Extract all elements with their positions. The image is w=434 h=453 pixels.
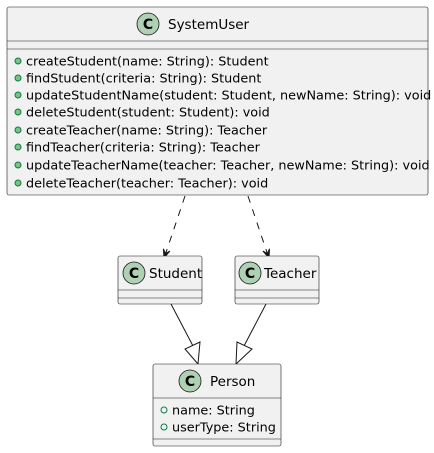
method-row: updateTeacherName(teacher: Teacher, newN… [14, 159, 430, 174]
inheritance-student-person [170, 303, 201, 366]
method-row: createStudent(name: String): Student [14, 55, 269, 70]
public-visibility-icon [14, 161, 22, 169]
method-label: updateStudentName(student: Student, newN… [26, 89, 431, 104]
class-person-name: Person [210, 374, 255, 390]
class-icon [122, 261, 146, 285]
method-label: findStudent(criteria: String): Student [26, 72, 261, 87]
inheritance-line [170, 303, 194, 347]
field-row: name: String [160, 404, 255, 419]
method-row: findTeacher(criteria: String): Teacher [14, 141, 261, 156]
class-icon-letter: C [143, 17, 153, 33]
class-systemuser-name: SystemUser [168, 17, 250, 33]
inheritance-triangle [235, 341, 253, 366]
class-systemuser-box [6, 6, 429, 196]
dependency-systemuser-teacher [247, 195, 270, 260]
method-label: updateTeacherName(teacher: Teacher, newN… [26, 159, 430, 174]
dependency-systemuser-student [162, 195, 186, 260]
method-row: deleteStudent(student: Student): void [14, 106, 270, 121]
dependency-line [247, 195, 268, 255]
method-label: createStudent(name: String): Student [26, 55, 269, 70]
class-icon-letter: C [245, 266, 255, 282]
method-label: findTeacher(criteria: String): Teacher [26, 141, 261, 156]
class-teacher-name: Teacher [263, 266, 317, 282]
method-label: createTeacher(name: String): Teacher [26, 124, 268, 139]
method-row: createTeacher(name: String): Teacher [14, 124, 268, 139]
field-row: userType: String [160, 421, 276, 436]
class-teacher[interactable]: C Teacher [234, 255, 320, 305]
method-label: deleteStudent(student: Student): void [26, 106, 270, 121]
public-visibility-icon [14, 179, 22, 187]
public-visibility-icon [14, 108, 22, 116]
class-icon-letter: C [129, 266, 139, 282]
inheritance-teacher-person [235, 303, 267, 366]
public-visibility-icon [14, 126, 22, 134]
public-field-visibility-icon [160, 423, 168, 431]
public-visibility-icon [14, 91, 22, 99]
class-icon [238, 261, 262, 285]
public-visibility-icon [14, 74, 22, 82]
public-field-visibility-icon [160, 406, 168, 414]
method-row: deleteTeacher(teacher: Teacher): void [14, 177, 268, 192]
public-visibility-icon [14, 143, 22, 151]
class-student[interactable]: C Student [117, 255, 203, 305]
inheritance-triangle [184, 341, 201, 366]
public-visibility-icon [14, 57, 22, 65]
method-row: findStudent(criteria: String): Student [14, 72, 261, 87]
method-label: deleteTeacher(teacher: Teacher): void [26, 177, 268, 192]
field-label: name: String [172, 404, 255, 419]
inheritance-line [243, 303, 267, 347]
method-row: updateStudentName(student: Student, newN… [14, 89, 431, 104]
class-student-name: Student [149, 266, 202, 282]
field-label: userType: String [172, 421, 276, 436]
dependency-line [165, 195, 186, 255]
class-icon [178, 369, 202, 393]
class-icon-letter: C [185, 374, 195, 390]
class-person[interactable]: C Person name: String userType: String [152, 363, 282, 447]
class-systemuser[interactable]: C SystemUser createStudent(name: String)… [6, 6, 431, 196]
class-icon [136, 12, 160, 36]
